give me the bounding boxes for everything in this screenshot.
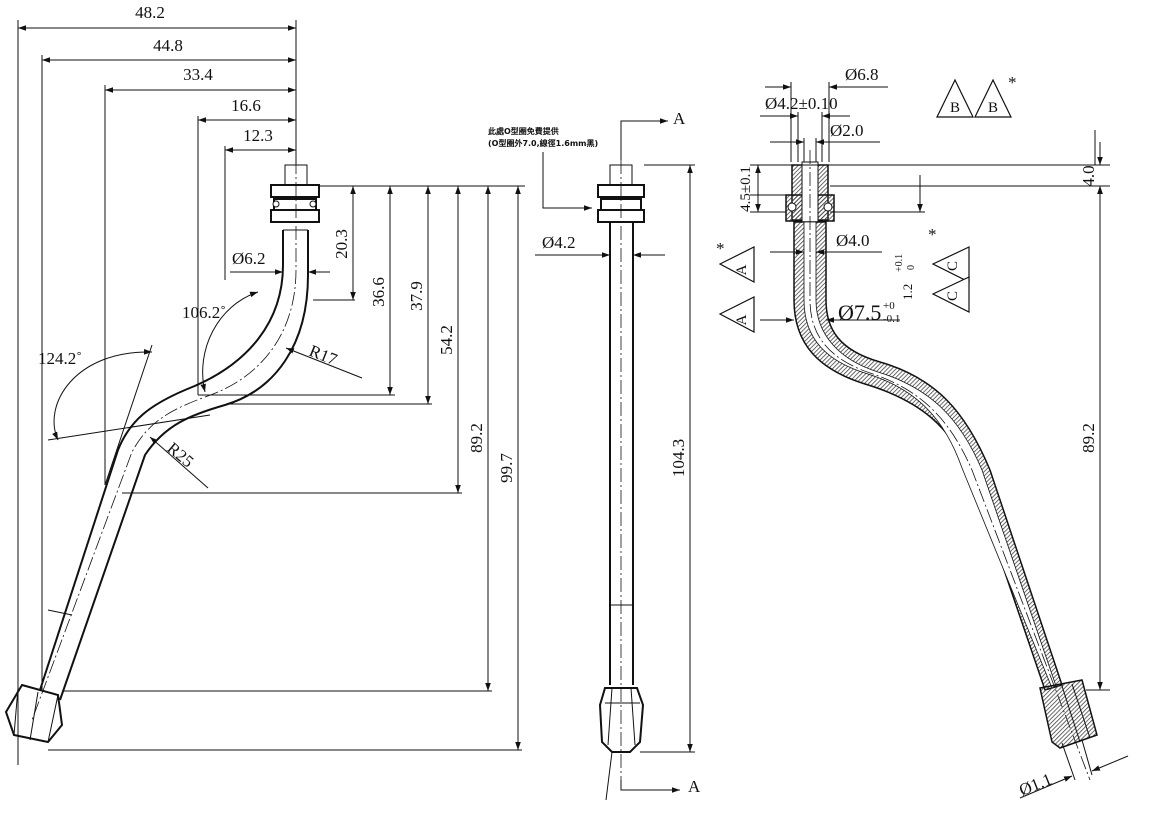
width-dim-2: 44.8: [153, 36, 183, 55]
star-mark-a: *: [716, 239, 725, 258]
front-part: [597, 160, 645, 801]
svg-text:B: B: [988, 100, 998, 116]
angle-label-2: 124.2˚: [38, 349, 82, 368]
section-dimension-lines: [755, 84, 1129, 799]
dim-h4-5: 4.5±0.1: [738, 166, 754, 212]
dim-d4-2-tol: Ø4.2±0.10: [765, 94, 838, 113]
height-dim-1: 20.3: [332, 229, 351, 259]
svg-text:C: C: [945, 291, 961, 301]
dim-h1-2-upper: +0.1: [894, 254, 905, 272]
section-view: Ø6.8 Ø4.2±0.10 Ø2.0 4.5±0.1 Ø4.0 Ø7.5 +0…: [716, 65, 1129, 800]
svg-text:A: A: [734, 314, 750, 325]
dim-d1-1: Ø1.1: [1016, 770, 1054, 800]
front-height-label: 104.3: [669, 439, 688, 477]
dim-d4-0: Ø4.0: [836, 231, 870, 250]
section-extension-lines: [750, 82, 1110, 781]
side-view: 48.2 44.8 33.4 16.6 12.3 20.3 36.6 37.9 …: [4, 3, 525, 765]
datum-mark-a-1: A: [718, 246, 755, 283]
svg-text:B: B: [950, 100, 960, 116]
side-dimension-lines: [18, 25, 521, 750]
angle-label-1: 106.2˚: [182, 303, 226, 322]
height-dim-3: 37.9: [407, 281, 426, 311]
radius-label-r17: R17: [307, 341, 341, 369]
datum-mark-b-1: B: [936, 78, 974, 118]
dim-d7-5-upper: +0: [883, 300, 895, 312]
svg-text:A: A: [734, 264, 750, 275]
datum-mark-c-1: C: [931, 246, 970, 283]
side-diameter-label: Ø6.2: [232, 249, 266, 268]
front-diameter-label: Ø4.2: [542, 233, 576, 252]
dim-d6-8: Ø6.8: [845, 65, 879, 84]
o-ring-note-line2: (O型圈外7.0,線徑1.6mm黑): [488, 138, 598, 148]
width-dim-1: 48.2: [135, 3, 165, 22]
section-a-label-bottom: A: [688, 777, 701, 796]
dim-h1-2: 1.2: [900, 284, 915, 300]
width-dim-3: 33.4: [183, 65, 213, 84]
datum-mark-b-2: B: [974, 78, 1012, 118]
width-dim-5: 12.3: [243, 126, 273, 145]
dim-h89-2: 89.2: [1079, 423, 1098, 453]
side-extension-lines: [17, 20, 525, 765]
height-dim-2: 36.6: [369, 277, 388, 307]
section-a-label-top: A: [673, 109, 686, 128]
height-dim-6: 99.7: [497, 453, 516, 483]
datum-mark-c-2: C: [931, 276, 970, 313]
section-a-marker-bottom: A: [620, 777, 701, 796]
o-ring-note: 此處O型圈免費提供 (O型圈外7.0,線徑1.6mm黑): [488, 126, 598, 211]
svg-text:C: C: [945, 261, 961, 271]
front-dimension-lines: [535, 164, 695, 753]
section-a-marker-top: A: [620, 109, 686, 160]
side-tube: [4, 160, 320, 744]
star-mark-c: *: [928, 225, 937, 244]
section-part: [785, 150, 1098, 781]
dim-h1-2-lower: 0: [906, 265, 917, 270]
height-dim-4: 54.2: [437, 325, 456, 355]
height-dim-5: 89.2: [467, 423, 486, 453]
radius-label-r25: R25: [163, 439, 197, 472]
dim-d2-0: Ø2.0: [830, 121, 864, 140]
front-view: A A 此處O型圈免費提供 (O型圈外7.0,線徑1.6mm黑) Ø4.2 10…: [488, 109, 701, 801]
dim-h4-0: 4.0: [1079, 165, 1098, 186]
dim-d7-5: Ø7.5: [838, 300, 881, 325]
dim-d7-5-lower: -0.1: [883, 313, 900, 325]
width-dim-4: 16.6: [231, 96, 261, 115]
o-ring-note-line1: 此處O型圈免費提供: [488, 126, 559, 136]
star-mark-b: *: [1008, 73, 1017, 92]
datum-mark-a-2: A: [718, 296, 755, 333]
